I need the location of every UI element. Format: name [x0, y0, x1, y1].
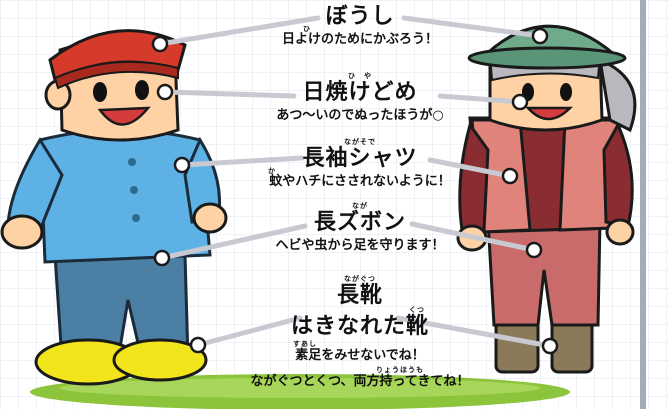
- heading-boots: 長靴: [336, 283, 383, 308]
- caption-shoes: くつ はきなれた靴 すあし 素足をみせないでね！ りょうほうも ながぐつとくつ、…: [195, 307, 525, 389]
- text-sunscreen-desc: あつ～いのでぬったほうが○: [276, 108, 444, 123]
- caption-long-pants: なが 長ズボン ヘビや虫から足を守ります！: [230, 203, 490, 254]
- caption-hat: ぼうし ひ 日よけのためにかぶろう！: [230, 6, 490, 48]
- ruby-hat-sub: ひ: [303, 25, 311, 33]
- ruby-both: りょうほうも: [376, 365, 424, 374]
- text-shoes-desc-1: 素足をみせないでね！: [295, 348, 425, 363]
- heading-long-pants: 長ズボン: [313, 210, 406, 235]
- ruby-long-sleeve-sub: か: [268, 167, 276, 175]
- boy-character: [0, 29, 228, 386]
- boy-shoe-right: [112, 338, 208, 382]
- text-long-pants-desc: ヘビや虫から足を守ります！: [275, 238, 445, 253]
- ruby-sunscreen: ひ や: [347, 72, 372, 80]
- heading-shoes: はきなれた靴: [290, 314, 429, 339]
- heading-long-sleeve: 長袖シャツ: [302, 146, 418, 171]
- text-shoes-desc-2: ながぐつとくつ、両方持ってきてね！: [250, 373, 470, 389]
- caption-boots: ながぐつ 長靴: [230, 276, 490, 308]
- caption-long-sleeve: ながそで 長袖シャツ か 蚊やハチにさされないように！: [230, 139, 490, 190]
- text-long-sleeve-desc: 蚊やハチにさされないように！: [269, 174, 451, 189]
- heading-hat: ぼうし: [325, 4, 395, 29]
- ruby-long-pants: なが: [351, 202, 368, 210]
- caption-sunscreen: ひ や 日焼けどめ あつ～いのでぬったほうが○: [230, 73, 490, 124]
- ruby-bare-feet: すあし: [293, 340, 317, 348]
- heading-sunscreen: 日焼けどめ: [302, 80, 418, 105]
- girl-character: [456, 24, 637, 374]
- text-hat-desc: 日よけのためにかぶろう！: [281, 32, 438, 47]
- leader-lines: [157, 15, 553, 349]
- ruby-long-sleeve: ながそで: [343, 138, 376, 146]
- ruby-boots: ながぐつ: [343, 275, 376, 283]
- scrollbar-track: [640, 0, 646, 409]
- ruby-shoes: くつ: [409, 306, 425, 314]
- leader-dots: [151, 27, 559, 355]
